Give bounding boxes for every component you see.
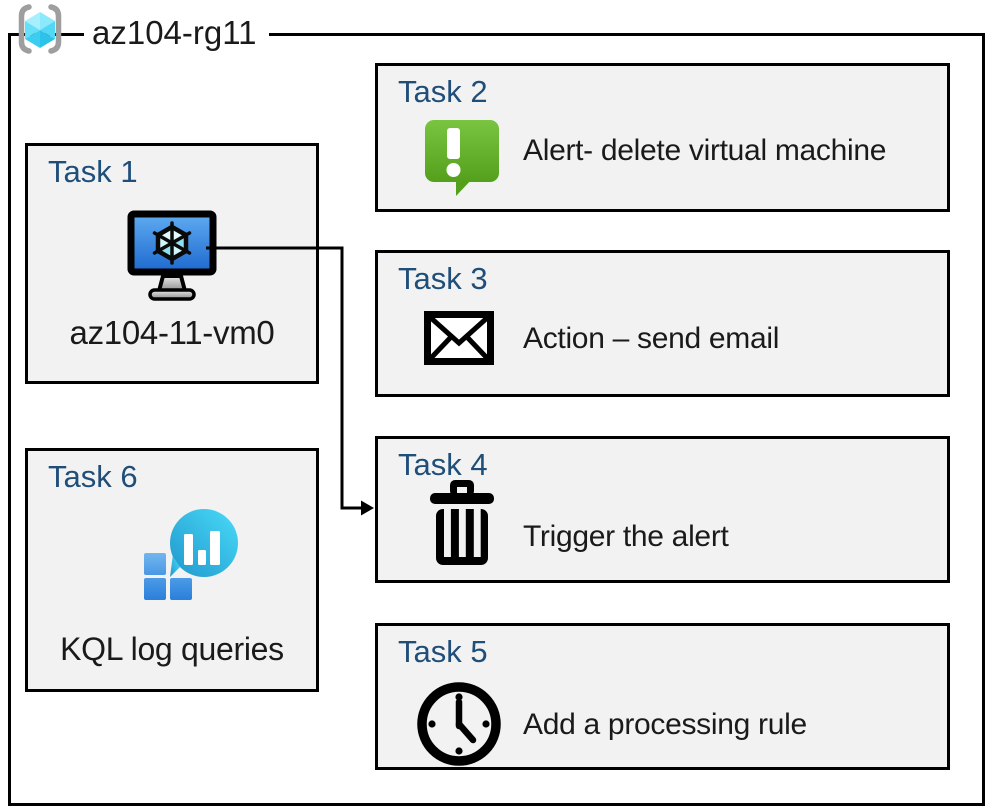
- kql-log-queries-icon: [140, 507, 240, 607]
- diagram-title: az104-rg11: [84, 11, 269, 55]
- task-4-text: Trigger the alert: [523, 520, 729, 553]
- task-6-box: Task 6: [25, 448, 319, 692]
- virtual-machine-icon: [127, 210, 217, 302]
- task-2-box: Task 2 Alert- delete virtual machine: [375, 63, 950, 212]
- task-3-box: Task 3 Action – send email: [375, 250, 950, 397]
- task-4-box: Task 4 Trigger the alert: [375, 436, 950, 583]
- task-5-label: Task 5: [398, 634, 488, 669]
- task-2-text: Alert- delete virtual machine: [523, 134, 887, 167]
- task-5-text: Add a processing rule: [523, 708, 807, 741]
- alert-icon: [424, 113, 500, 197]
- task-1-label: Task 1: [48, 154, 138, 189]
- task-2-label: Task 2: [398, 74, 488, 109]
- task-3-text: Action – send email: [523, 322, 780, 355]
- task-3-label: Task 3: [398, 261, 488, 296]
- task-6-label: Task 6: [48, 459, 138, 494]
- resource-group-icon: [12, 4, 68, 54]
- clock-icon: [416, 681, 502, 767]
- task-1-text: az104-11-vm0: [69, 314, 275, 351]
- task-1-box: Task 1: [25, 143, 319, 384]
- task-6-text: KQL log queries: [60, 631, 284, 667]
- resource-group-frame: [8, 33, 985, 806]
- email-icon: [424, 311, 494, 365]
- trash-icon: [430, 477, 494, 565]
- task-5-box: Task 5 Add a processing rule: [375, 623, 950, 770]
- task-4-label: Task 4: [398, 447, 488, 482]
